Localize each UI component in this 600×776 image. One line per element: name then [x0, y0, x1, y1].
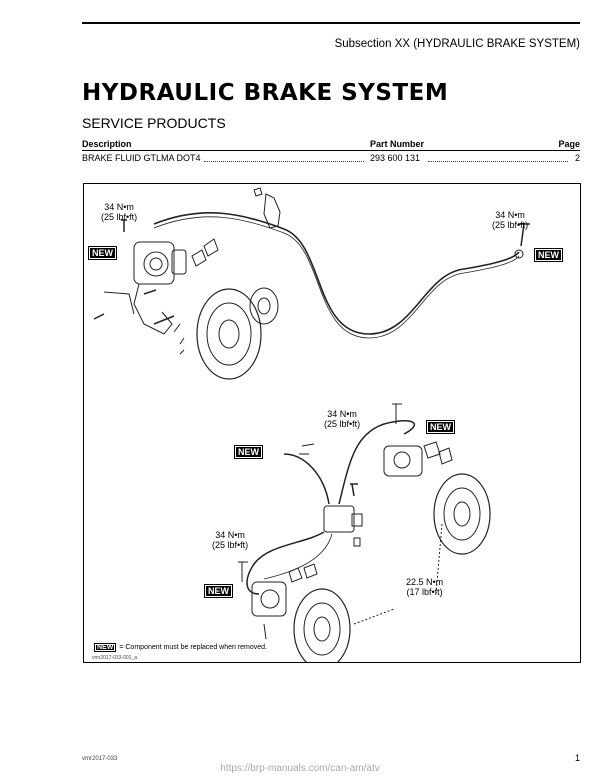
col-part-number: Part Number	[370, 139, 425, 149]
new-badge: NEW	[234, 445, 263, 459]
new-badge: NEW	[426, 420, 455, 434]
col-description: Description	[82, 139, 132, 149]
legend-text: = Component must be replaced when remove…	[119, 644, 268, 651]
subsection-header: Subsection XX (HYDRAULIC BRAKE SYSTEM)	[334, 38, 580, 50]
torque-label: 34 N•m(25 lbf•ft)	[492, 210, 529, 230]
leader-dots	[204, 161, 364, 162]
service-products-table: Description Part Number Page BRAKE FLUID…	[82, 139, 580, 165]
torque-label: 34 N•m(25 lbf•ft)	[101, 202, 138, 222]
new-badge: NEW	[204, 584, 233, 598]
exploded-view-drawing	[93, 187, 530, 662]
figure-legend: NEW = Component must be replaced when re…	[94, 643, 267, 652]
figure-code: vmr2017-033-001_a	[92, 655, 138, 661]
new-badge: NEW	[94, 643, 117, 652]
front-disc-left	[196, 288, 262, 380]
footer-url[interactable]: https://brp-manuals.com/can-am/atv	[220, 763, 380, 774]
table-header: Description Part Number Page	[82, 139, 580, 151]
page-title: HYDRAULIC BRAKE SYSTEM	[82, 80, 449, 106]
rear-disc-right	[433, 473, 491, 555]
leader-dots	[428, 161, 568, 162]
row-description: BRAKE FLUID GTLMA DOT4	[82, 153, 201, 163]
brake-system-diagram: 34 N•m(25 lbf•ft) 34 N•m(25 lbf•ft) 34 N…	[83, 183, 581, 663]
rear-disc-lower	[293, 588, 351, 662]
col-page: Page	[558, 139, 580, 149]
front-caliper-left	[103, 241, 187, 335]
rear-caliper-lower	[238, 561, 318, 640]
row-part-number: 293 600 131	[370, 153, 421, 163]
footer-doc-code: vmr2017-033	[82, 756, 118, 762]
new-badge: NEW	[88, 246, 117, 260]
header-rule	[82, 22, 580, 24]
front-hub	[249, 287, 279, 325]
torque-label: 34 N•m(25 lbf•ft)	[212, 530, 249, 550]
section-heading: SERVICE PRODUCTS	[82, 115, 226, 131]
footer-page-number: 1	[574, 753, 580, 763]
rear-master-cylinder	[323, 505, 363, 547]
table-row: BRAKE FLUID GTLMA DOT4 293 600 131 2	[82, 153, 580, 165]
torque-label: 34 N•m(25 lbf•ft)	[324, 409, 361, 429]
row-page[interactable]: 2	[574, 153, 580, 163]
new-badge: NEW	[534, 248, 563, 262]
rear-caliper-upper	[383, 403, 453, 477]
torque-label: 22.5 N•m(17 lbf•ft)	[406, 577, 444, 597]
